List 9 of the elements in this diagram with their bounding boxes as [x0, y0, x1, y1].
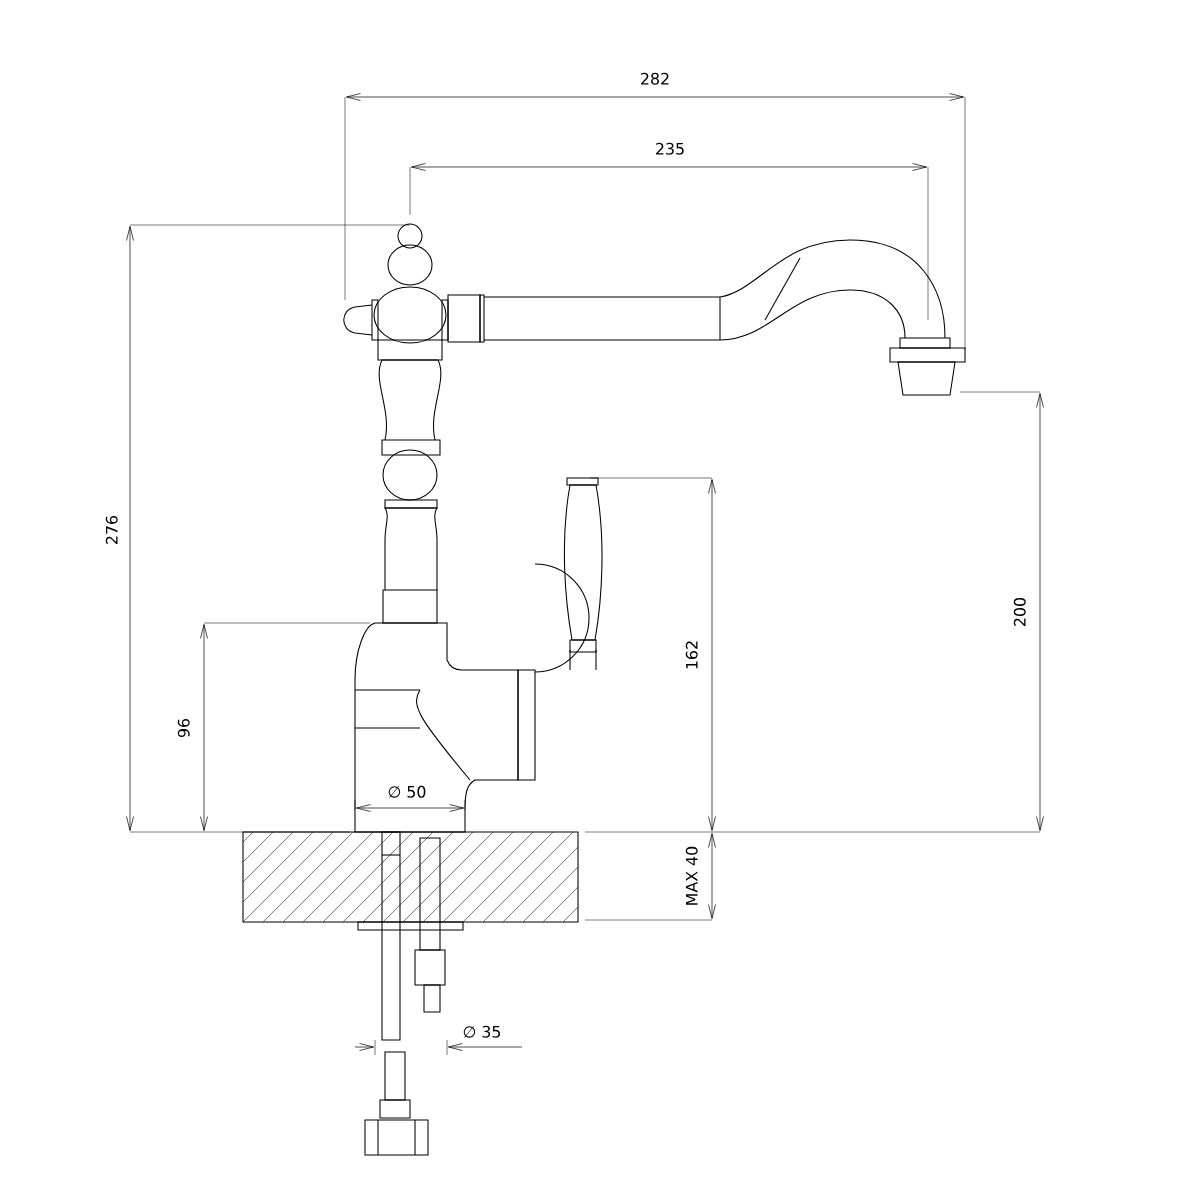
dimension-label: 276 — [105, 515, 118, 544]
dimension-label: 200 — [1013, 597, 1026, 626]
dimension-label: 235 — [656, 142, 684, 155]
dimension-label: 162 — [685, 641, 698, 669]
dimension-label: MAX 40 — [685, 846, 698, 905]
dimension-label: 282 — [641, 72, 669, 85]
dimension-label: 96 — [177, 718, 190, 738]
dimension-label: ∅ 35 — [463, 1025, 501, 1038]
dimension-label: ∅ 50 — [388, 785, 426, 798]
